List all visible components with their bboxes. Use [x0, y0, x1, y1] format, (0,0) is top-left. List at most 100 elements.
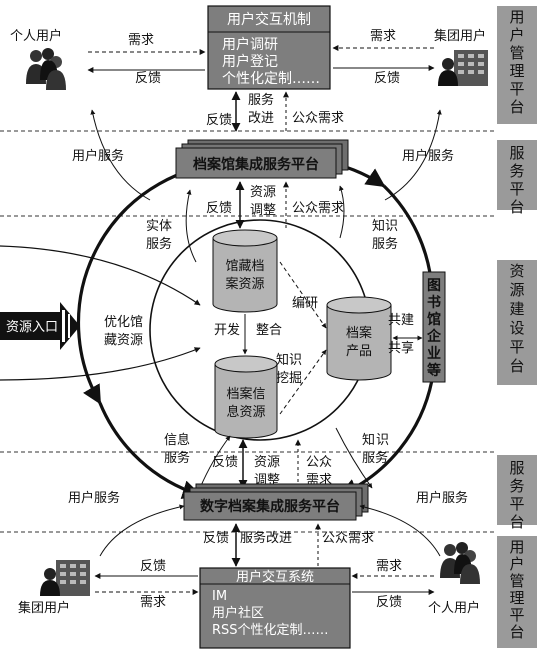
partner-box-char: 图 — [427, 278, 441, 294]
top-right-user-label: 集团用户 — [434, 28, 486, 44]
side-label-user-mgmt-top-char: 户 — [509, 26, 524, 44]
bottom-left-need: 需求 — [140, 595, 166, 610]
partner-box-char: 企 — [426, 328, 442, 345]
top-down-feedback: 反馈 — [206, 113, 232, 128]
side-box-user-mgmt-top — [497, 6, 537, 124]
archive-public-demand: 公众需求 — [292, 201, 344, 216]
partner-box-char: 等 — [427, 362, 441, 379]
partner-box-char: 业 — [427, 346, 441, 362]
arrow-knowledge-service — [339, 185, 345, 239]
knowledge-service-b-3: 服务 — [362, 450, 388, 466]
top-box-item-2: 用户登记 — [222, 53, 278, 70]
side-label-resource-build-char: 资 — [509, 262, 524, 280]
co-build-1: 共建 — [388, 313, 414, 328]
knowledge-service-1: 知识 — [372, 218, 398, 234]
knowledge-service-b-2: 识 — [376, 433, 389, 448]
arrow-resource-in-2 — [0, 347, 201, 381]
top-service-improve-2: 改进 — [248, 111, 274, 126]
bottom-interaction-box: 用户交互系统 IM 用户社区 RSS个性化定制…… — [199, 567, 351, 649]
archive-platform: 档案馆集成服务平台 — [175, 139, 349, 179]
top-right-user: 集团用户 — [434, 28, 488, 86]
develop-label: 开发 — [214, 322, 240, 338]
side-label-user-mgmt-bottom-char: 用 — [509, 538, 524, 556]
mining-label-1: 知识 — [276, 352, 302, 368]
bottom-right-feedback: 反馈 — [376, 595, 402, 610]
bottom-left-user: 集团用户 — [18, 560, 90, 616]
digital-user-service-left: 用户服务 — [68, 490, 120, 506]
archive-user-service-right: 用户服务 — [402, 148, 454, 164]
arrow-edit — [279, 261, 327, 329]
edit-label: 编研 — [292, 296, 318, 311]
arrow-resource-in-1 — [0, 245, 201, 306]
archive-feedback: 反馈 — [206, 201, 232, 216]
mining-label-2: 挖掘 — [276, 371, 302, 386]
bottom-left-user-label: 集团用户 — [18, 600, 70, 616]
side-label-user-mgmt-top-char: 用 — [509, 8, 524, 26]
arrow-user-service-top-left — [90, 109, 151, 201]
group-user-icon — [40, 560, 90, 596]
side-box-service-top — [497, 140, 537, 210]
bottom-box-item-1: IM — [212, 589, 227, 604]
top-left-need: 需求 — [128, 33, 154, 48]
bottom-feedback-up: 反馈 — [203, 531, 229, 546]
cyl-info-2: 息资源 — [226, 404, 265, 420]
side-label-resource-build-char: 设 — [509, 319, 524, 337]
resource-entry-label: 资源入口 — [6, 320, 58, 335]
side-label-service-bottom-char: 平 — [509, 495, 524, 513]
top-box-item-1: 用户调研 — [222, 36, 278, 53]
optimize-1: 优化馆 — [104, 315, 143, 330]
top-box-title: 用户交互机制 — [227, 11, 311, 28]
side-label-service-bottom-char: 服 — [509, 459, 524, 477]
resource-entry: 资源入口 — [0, 302, 80, 350]
optimize-2: 藏资源 — [104, 333, 143, 348]
side-label-user-mgmt-top-char: 平 — [509, 80, 524, 98]
side-label-user-mgmt-bottom-char: 理 — [509, 589, 524, 607]
info-service-2: 服务 — [164, 450, 190, 466]
top-left-user: 个人用户 — [10, 28, 66, 90]
top-interaction-box: 用户交互机制 用户调研 用户登记 个性化定制…… — [207, 5, 331, 90]
side-label-service-top-char: 务 — [509, 162, 524, 180]
group-user-icon — [438, 50, 488, 86]
top-service-improve-1: 服务 — [248, 92, 274, 108]
side-label-service-bottom-char: 台 — [509, 513, 524, 531]
arrow-info-service — [199, 435, 231, 489]
digital-public-demand-1: 公众 — [306, 455, 332, 470]
digital-platform-label: 数字档案集成服务平台 — [200, 498, 340, 515]
bottom-box-item-2: 用户社区 — [212, 605, 264, 621]
arrow-user-service-bottom-right — [359, 504, 441, 557]
bottom-right-need: 需求 — [376, 559, 402, 574]
section-dividers — [0, 130, 495, 533]
side-box-service-bottom — [497, 455, 537, 525]
people-icon — [26, 48, 66, 90]
digital-resource-adjust-1: 资源 — [254, 455, 280, 470]
bottom-public-demand: 公众需求 — [322, 531, 374, 546]
arrow-knowledge-service-bottom — [335, 427, 373, 489]
side-label-boxes — [497, 6, 537, 648]
knowledge-service-b-1: 知 — [362, 432, 375, 448]
co-build-2: 共享 — [388, 340, 414, 356]
side-label-user-mgmt-top-char: 理 — [509, 62, 524, 80]
side-label-resource-build-char: 平 — [509, 338, 524, 356]
cyl-product-2: 产品 — [346, 344, 372, 359]
bottom-right-user-label: 个人用户 — [428, 600, 480, 616]
side-box-resource-build — [497, 260, 537, 385]
partner-box — [422, 271, 446, 383]
side-label-service-bottom-char: 务 — [509, 477, 524, 495]
cyl-product-1: 档案 — [346, 326, 372, 341]
archive-user-service-left: 用户服务 — [72, 148, 124, 164]
side-box-user-mgmt-bottom — [497, 536, 537, 648]
bottom-box-item-3: RSS个性化定制…… — [212, 623, 329, 638]
entity-service-1: 实体 — [146, 219, 172, 234]
side-label-service-top-char: 台 — [509, 198, 524, 216]
digital-feedback: 反馈 — [212, 455, 238, 470]
info-service-1: 信息 — [164, 432, 190, 448]
side-label-user-mgmt-bottom-char: 管 — [509, 572, 524, 590]
cylinder-product: 档案 产品 — [326, 296, 392, 381]
people-icon — [440, 542, 480, 584]
arrow-entity-service — [185, 189, 197, 263]
arrow-user-service-top-right — [384, 109, 442, 201]
side-label-user-mgmt-top-char: 台 — [509, 98, 524, 116]
